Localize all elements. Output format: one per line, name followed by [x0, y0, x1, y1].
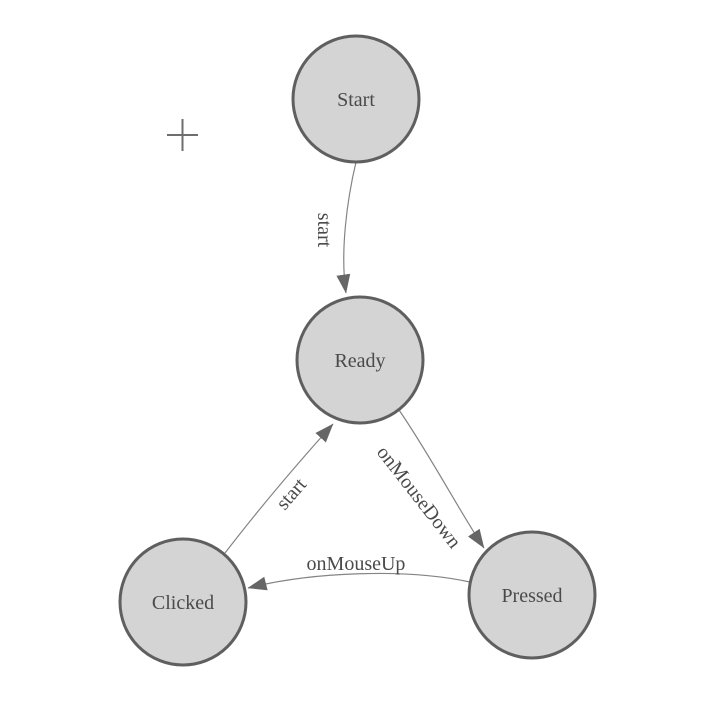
- edge-clicked-to-ready[interactable]: start: [224, 423, 334, 554]
- state-node-pressed-circle[interactable]: [467, 530, 597, 660]
- state-node-ready-circle[interactable]: [295, 295, 425, 425]
- state-node-pressed-label: Pressed: [501, 585, 562, 607]
- edge-pressed-to-clicked-path[interactable]: [247, 572, 471, 591]
- edge-ready-to-pressed-path[interactable]: [398, 409, 485, 549]
- state-node-clicked-circle[interactable]: [118, 537, 248, 667]
- state-node-ready[interactable]: Ready: [295, 295, 425, 425]
- state-node-start[interactable]: Start: [291, 34, 421, 164]
- edge-ready-to-pressed[interactable]: onMouseDown: [372, 409, 485, 553]
- origin-cross-icon: [167, 119, 198, 151]
- edge-label-onmouseup: onMouseUp: [307, 553, 406, 575]
- state-node-pressed[interactable]: Pressed: [467, 530, 597, 660]
- state-node-ready-label: Ready: [334, 350, 385, 372]
- state-node-clicked[interactable]: Clicked: [118, 537, 248, 667]
- edge-start-to-ready-path[interactable]: [336, 161, 357, 294]
- edge-start-to-ready[interactable]: start: [313, 161, 357, 294]
- edge-label-start-1: start: [313, 213, 335, 248]
- state-node-start-circle[interactable]: [291, 34, 421, 164]
- state-node-start-label: Start: [337, 89, 375, 111]
- edge-label-onmousedown: onMouseDown: [372, 442, 465, 553]
- edge-pressed-to-clicked[interactable]: onMouseUp: [247, 553, 471, 591]
- edge-clicked-to-ready-path[interactable]: [224, 423, 334, 554]
- edge-label-start-2: start: [272, 474, 311, 515]
- state-node-clicked-label: Clicked: [152, 592, 214, 614]
